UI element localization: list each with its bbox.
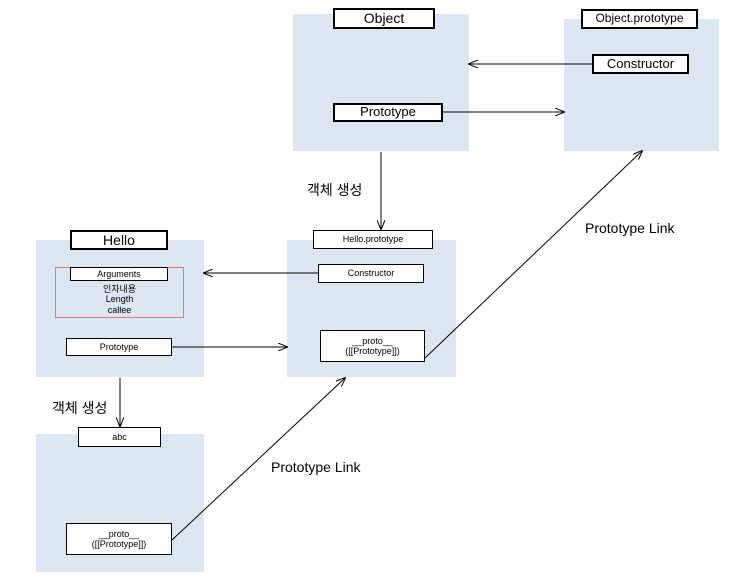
object-panel: [293, 14, 469, 151]
arguments-box: Arguments: [70, 267, 168, 281]
hello-prototype-property: Prototype: [66, 338, 172, 356]
hello-title: Hello: [70, 230, 168, 250]
hello-prototype-proto: __proto__ ([[Prototype]]): [320, 330, 425, 362]
edge-hello-proto-to-object-prototype: [424, 151, 642, 359]
arguments-item-values: 인자내용: [102, 284, 137, 294]
edge-abc-proto-to-hello-prototype: [171, 378, 345, 541]
abc-proto: __proto__ ([[Prototype]]): [66, 523, 172, 555]
object-title: Object: [333, 8, 435, 29]
object-prototype-property: Prototype: [333, 103, 443, 122]
abc-title: abc: [78, 427, 161, 447]
prototype-link-label-bottom: Prototype Link: [271, 459, 361, 475]
hello-prototype-proto-line1: __proto__: [352, 335, 393, 346]
hello-prototype-title: Hello.prototype: [313, 230, 433, 249]
abc-proto-line1: __proto__: [98, 528, 140, 539]
hello-prototype-constructor: Constructor: [318, 264, 424, 283]
arguments-item-callee: callee: [107, 304, 132, 315]
prototype-link-label-top: Prototype Link: [585, 220, 675, 236]
object-prototype-title: Object.prototype: [581, 9, 698, 29]
arguments-items: 인자내용 Length callee: [55, 284, 184, 315]
arguments-item-length: Length: [105, 294, 134, 305]
object-prototype-constructor: Constructor: [592, 54, 689, 74]
create-object-label-top: 객체 생성: [307, 182, 363, 198]
abc-proto-line2: ([[Prototype]]): [91, 539, 147, 549]
create-object-label-bottom: 객체 생성: [52, 400, 108, 416]
hello-prototype-proto-line2: ([[Prototype]]): [345, 346, 400, 356]
object-prototype-panel: [564, 19, 719, 151]
